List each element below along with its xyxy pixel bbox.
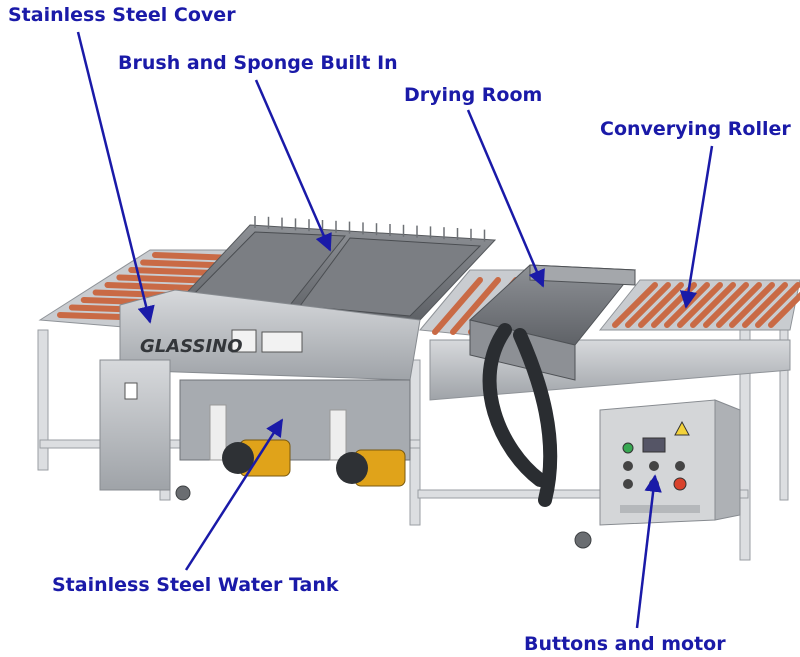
warning-icon: [674, 420, 690, 436]
drying-room: [468, 264, 637, 507]
arrow-buttons: [635, 474, 662, 629]
stop-button-icon: [673, 477, 687, 491]
arrow-brush: [254, 79, 332, 252]
arrow-drying: [466, 109, 545, 288]
roller: [768, 291, 800, 328]
roller: [450, 277, 501, 335]
water-pump-right: [336, 449, 406, 487]
power-button-icon: [622, 442, 634, 454]
roller: [612, 282, 658, 328]
roller: [116, 274, 207, 284]
roller: [742, 282, 788, 328]
roller: [716, 282, 762, 328]
water-pump-left: [222, 439, 291, 477]
roller: [128, 267, 217, 276]
roller: [677, 282, 723, 328]
label-buttons-and-motor: Buttons and motor: [524, 633, 726, 655]
stainless-steel-water-tank: [179, 379, 411, 487]
arrow-tank: [184, 418, 284, 571]
arrow-roller: [679, 145, 714, 309]
brand-logo: GLASSINO: [140, 336, 243, 357]
roller: [140, 259, 228, 269]
label-brush-and-sponge: Brush and Sponge Built In: [118, 52, 398, 74]
roller: [755, 282, 800, 328]
arrow-cover: [76, 31, 155, 324]
roller: [625, 282, 671, 328]
label-conveying-roller: Converying Roller: [600, 118, 791, 140]
roller: [638, 282, 684, 328]
label-stainless-steel-cover: Stainless Steel Cover: [8, 4, 236, 26]
roller: [690, 282, 736, 328]
callout-arrows: [76, 31, 714, 629]
brush-sponge-cover: [178, 216, 497, 321]
roller: [104, 282, 196, 291]
stainless-steel-cover: GLASSINO: [99, 289, 421, 491]
roller: [729, 282, 775, 328]
roller: [432, 277, 483, 335]
label-water-tank: Stainless Steel Water Tank: [52, 574, 339, 596]
roller: [703, 282, 749, 328]
casters: [175, 485, 592, 549]
control-panel: [599, 399, 741, 526]
label-drying-room: Drying Room: [404, 84, 543, 106]
